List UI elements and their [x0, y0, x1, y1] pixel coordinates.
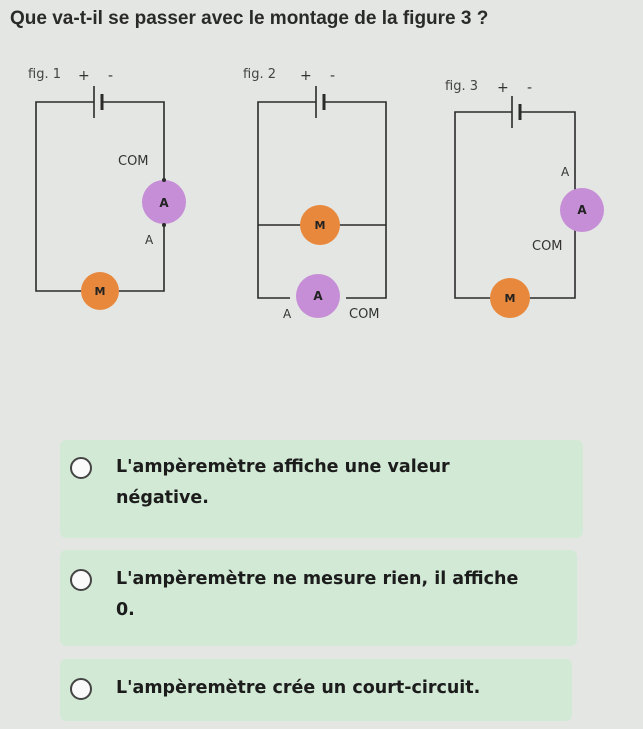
fig3-label: fig. 3: [445, 79, 478, 94]
fig2-plus: +: [300, 68, 312, 84]
fig2-com: COM: [349, 307, 380, 322]
fig3-ammeter-label: A: [577, 203, 587, 217]
fig1-motor-label: M: [95, 285, 106, 298]
fig3-minus: -: [527, 80, 532, 96]
fig1-com: COM: [118, 154, 149, 169]
fig3-com: COM: [532, 239, 563, 254]
fig1-minus: -: [108, 68, 113, 84]
fig3-ammeter: [560, 188, 604, 232]
fig3-plus: +: [497, 80, 509, 96]
fig2-minus: -: [330, 68, 335, 84]
fig3-motor: [490, 278, 530, 318]
option-3[interactable]: L'ampèremètre crée un court-circuit.: [60, 659, 572, 721]
radio-option-2[interactable]: [70, 569, 92, 591]
radio-option-3[interactable]: [70, 678, 92, 700]
fig2-motor-label: M: [315, 219, 326, 232]
fig2-motor: [300, 205, 340, 245]
radio-option-1[interactable]: [70, 457, 92, 479]
fig1-label: fig. 1: [28, 67, 61, 82]
option-2[interactable]: L'ampèremètre ne mesure rien, il affiche…: [60, 550, 577, 646]
fig1-plus: +: [78, 68, 90, 84]
option-2-line2: 0.: [116, 600, 135, 620]
fig3-motor-label: M: [505, 292, 516, 305]
option-2-line1: L'ampèremètre ne mesure rien, il affiche: [116, 569, 519, 589]
option-1-line1: L'ampèremètre affiche une valeur: [116, 457, 450, 477]
fig1-motor: [81, 272, 119, 310]
fig1-ammeter-label: A: [159, 196, 169, 210]
fig3-terminal-a: A: [561, 165, 570, 179]
fig1-terminal-a: A: [145, 233, 154, 247]
fig2-ammeter-label: A: [313, 289, 323, 303]
circuit-figures: fig. 1 + - COM A A M fig. 2 + - M A A CO…: [0, 52, 643, 382]
fig2-terminal-a: A: [283, 307, 292, 321]
option-1[interactable]: L'ampèremètre affiche une valeur négativ…: [60, 440, 583, 538]
option-3-line1: L'ampèremètre crée un court-circuit.: [116, 678, 481, 698]
fig1-ammeter: [142, 180, 186, 224]
circuit-diagram: fig. 1 + - COM A A M fig. 2 + - M A A CO…: [28, 67, 604, 322]
fig2-label: fig. 2: [243, 67, 276, 82]
option-1-line2: négative.: [116, 488, 209, 508]
fig2-ammeter: [296, 274, 340, 318]
question-text: Que va-t-il se passer avec le montage de…: [10, 8, 489, 29]
